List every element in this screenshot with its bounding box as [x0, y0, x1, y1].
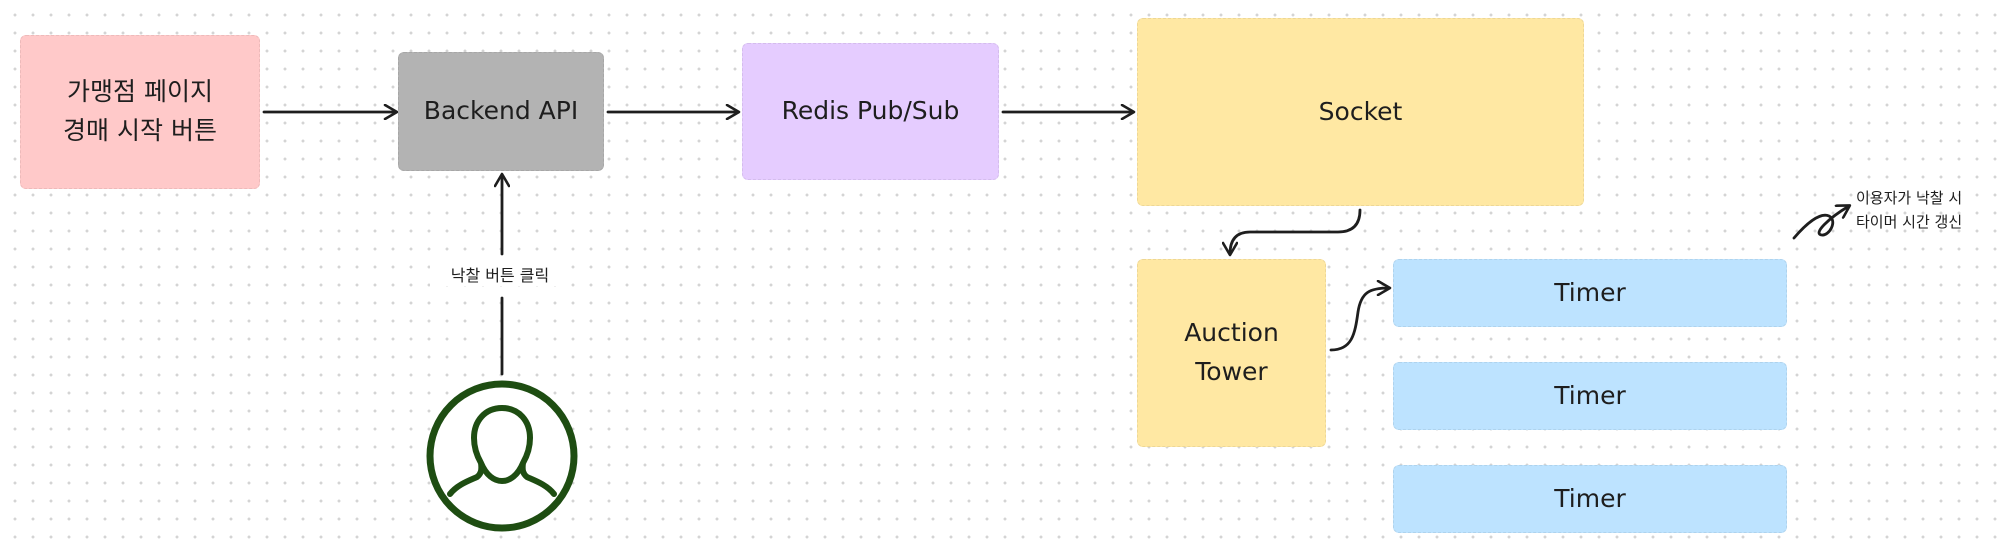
- timer-label: Timer: [1554, 277, 1626, 307]
- socket-label: Socket: [1318, 96, 1403, 126]
- annotation-note: 이용자가 낙찰 시 타이머 시간 갱신: [1856, 189, 1963, 231]
- backend-api-node[interactable]: Backend API: [398, 52, 604, 171]
- timer-node[interactable]: Timer: [1393, 465, 1787, 533]
- avatar-silhouette: [447, 405, 557, 497]
- redis-pubsub-node[interactable]: Redis Pub/Sub: [742, 43, 999, 180]
- timer-node[interactable]: Timer: [1393, 259, 1787, 327]
- edge-label-click: 낙찰 버튼 클릭: [430, 262, 570, 286]
- arrow-socket-to-tower: [1230, 208, 1362, 254]
- socket-node[interactable]: Socket: [1137, 18, 1584, 206]
- franchise-page-node[interactable]: 가맹점 페이지 경매 시작 버튼: [20, 35, 260, 189]
- redis-pubsub-label: Redis Pub/Sub: [781, 96, 960, 126]
- timer-label: Timer: [1554, 380, 1626, 410]
- backend-api-label: Backend API: [423, 96, 579, 126]
- user-avatar-icon[interactable]: [424, 378, 580, 534]
- auction-tower-node[interactable]: Auction Tower: [1137, 259, 1326, 447]
- avatar-circle: [426, 380, 578, 532]
- timer-node[interactable]: Timer: [1393, 362, 1787, 430]
- auction-tower-label: Auction Tower: [1184, 318, 1279, 386]
- arrow-tower-to-timer: [1329, 288, 1389, 352]
- annotation-squiggle: [1792, 206, 1849, 240]
- timer-label: Timer: [1554, 483, 1626, 513]
- franchise-page-label: 가맹점 페이지 경매 시작 버튼: [63, 77, 217, 145]
